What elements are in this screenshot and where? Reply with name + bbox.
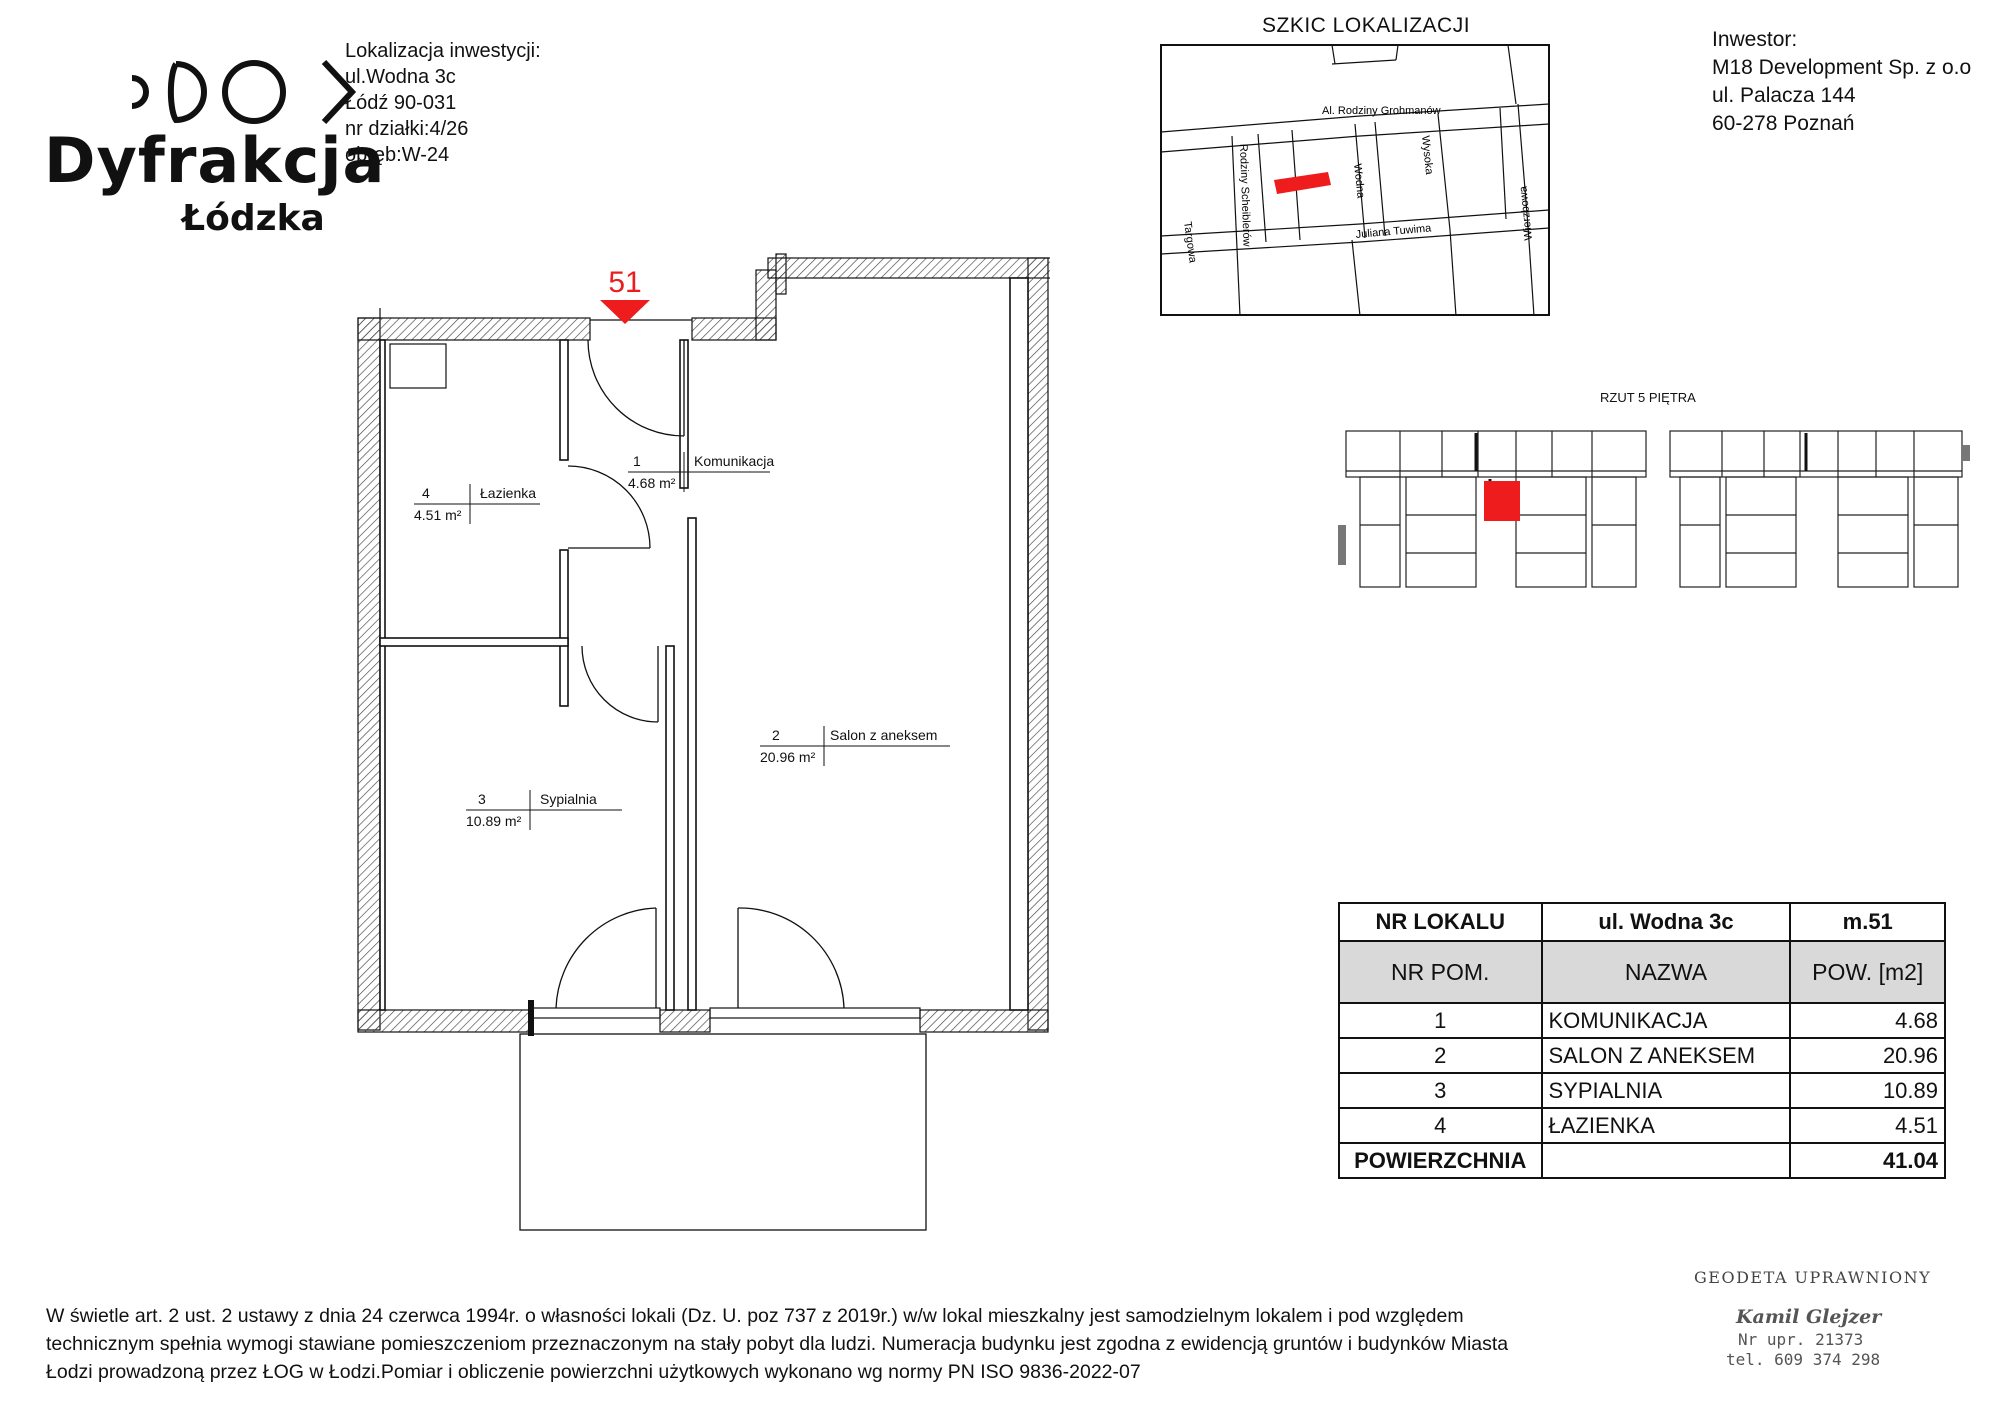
- svg-text:10.89 m²: 10.89 m²: [466, 813, 522, 829]
- balcony-outline: [519, 1033, 927, 1231]
- surveyor-stamp: GEODETA UPRAWNIONY Kamil Glejzer Nr upr.…: [1680, 1258, 1942, 1376]
- unit-marker-arrow-icon: [600, 300, 650, 324]
- header-unit-label: NR LOKALU: [1338, 902, 1543, 942]
- svg-text:Komunikacja: Komunikacja: [694, 453, 774, 469]
- cell-room-no: 2: [1338, 1037, 1543, 1074]
- unit-marker-label: 51: [608, 266, 641, 299]
- location-info: Lokalizacja inwestycji: ul.Wodna 3c Łódź…: [345, 38, 541, 168]
- investor-city: 60-278 Poznań: [1712, 112, 1855, 135]
- investor-heading: Inwestor:: [1712, 28, 1798, 51]
- stamp-name: Kamil Glejzer: [1736, 1306, 1882, 1328]
- location-precinct: obręb:W-24: [345, 144, 450, 166]
- table-header-row: NR LOKALU ul. Wodna 3c m.51: [1338, 902, 1946, 942]
- table-row: 4 ŁAZIENKA 4.51: [1338, 1107, 1946, 1144]
- room-label-1: 1 Komunikacja 4.68 m²: [628, 452, 774, 492]
- svg-text:1: 1: [633, 453, 641, 469]
- brand-name: Dyfrakcja: [44, 124, 386, 197]
- column-area: POW. [m2]: [1789, 940, 1946, 1004]
- cell-room-area: 10.89: [1789, 1072, 1946, 1109]
- svg-text:4.51 m²: 4.51 m²: [414, 507, 462, 523]
- svg-text:3: 3: [478, 791, 486, 807]
- street-label-targowa: Targowa: [1181, 221, 1199, 265]
- stamp-phone: tel. 609 374 298: [1726, 1350, 1881, 1369]
- table-row: 3 SYPIALNIA 10.89: [1338, 1072, 1946, 1109]
- svg-text:2: 2: [772, 727, 780, 743]
- svg-text:Salon z aneksem: Salon z aneksem: [830, 727, 937, 743]
- street-label-wierzbowa: Wierzbowa: [1517, 185, 1535, 241]
- cell-room-no: 1: [1338, 1002, 1543, 1039]
- location-plot: nr działki:4/26: [345, 118, 469, 140]
- street-label-wodna: Wodna: [1351, 163, 1367, 200]
- total-empty-cell: [1540, 1142, 1792, 1179]
- cell-room-no: 4: [1338, 1107, 1543, 1144]
- logo-mark-icon: [131, 59, 357, 125]
- floor-overview-plan: [1338, 430, 1970, 588]
- room-label-4: 4 Łazienka 4.51 m²: [414, 484, 540, 524]
- cell-room-no: 3: [1338, 1072, 1543, 1109]
- street-label-scheiblerow: Rodziny Scheiblerów: [1237, 144, 1253, 247]
- cell-room-name: SALON Z ANEKSEM: [1540, 1037, 1792, 1074]
- cell-room-name: ŁAZIENKA: [1540, 1107, 1792, 1144]
- cell-room-name: KOMUNIKACJA: [1540, 1002, 1792, 1039]
- sketch-title: SZKIC LOKALIZACJI: [1262, 14, 1471, 37]
- cell-room-area: 20.96: [1789, 1037, 1946, 1074]
- table-row: 1 KOMUNIKACJA 4.68: [1338, 1002, 1946, 1039]
- brand-subname: Łódzka: [182, 198, 325, 239]
- cell-room-area: 4.51: [1789, 1107, 1946, 1144]
- location-city: Łódź 90-031: [345, 92, 457, 114]
- stamp-license: Nr upr. 21373: [1738, 1330, 1864, 1349]
- header-unit-number: m.51: [1789, 902, 1946, 942]
- building-highlight: [1274, 172, 1331, 194]
- location-sketch-map: Al. Rodziny Grohmanów Rodziny Scheibleró…: [1160, 44, 1550, 316]
- svg-text:20.96 m²: 20.96 m²: [760, 749, 816, 765]
- total-value: 41.04: [1789, 1142, 1946, 1179]
- table-columns-row: NR POM. NAZWA POW. [m2]: [1338, 940, 1946, 1004]
- legal-statement: W świetle art. 2 ust. 2 ustawy z dnia 24…: [46, 1302, 1686, 1386]
- street-label-wysoka: Wysoka: [1419, 135, 1435, 176]
- column-room-no: NR POM.: [1338, 940, 1543, 1004]
- location-heading: Lokalizacja inwestycji:: [345, 40, 541, 62]
- investor-street: ul. Palacza 144: [1712, 84, 1856, 107]
- location-street: ul.Wodna 3c: [345, 66, 456, 88]
- total-label: POWIERZCHNIA: [1338, 1142, 1543, 1179]
- room-label-3: 3 Sypialnia 10.89 m²: [466, 790, 622, 830]
- brand-logo: [34, 40, 357, 250]
- investor-company: M18 Development Sp. z o.o: [1712, 56, 1972, 79]
- table-total-row: POWIERZCHNIA 41.04: [1338, 1142, 1946, 1179]
- legal-line: Łodzi prowadzoną przez ŁOG w Łodzi.Pomia…: [46, 1361, 1141, 1383]
- floor-overview-title: RZUT 5 PIĘTRA: [1600, 390, 1696, 405]
- svg-text:4.68 m²: 4.68 m²: [628, 475, 676, 491]
- column-name: NAZWA: [1540, 940, 1792, 1004]
- apartment-floor-plan: 51 1 Komunikacja 4.68 m² 4 Łazienka 4.51…: [357, 253, 1050, 1231]
- stamp-title: GEODETA UPRAWNIONY: [1694, 1268, 1932, 1287]
- legal-line: technicznym spełnia wymogi stawiane pomi…: [46, 1333, 1509, 1355]
- legal-line: W świetle art. 2 ust. 2 ustawy z dnia 24…: [46, 1305, 1464, 1327]
- table-row: 2 SALON Z ANEKSEM 20.96: [1338, 1037, 1946, 1074]
- investor-info: Inwestor: M18 Development Sp. z o.o ul. …: [1712, 26, 1971, 138]
- header-address: ul. Wodna 3c: [1540, 902, 1792, 942]
- svg-text:4: 4: [422, 485, 430, 501]
- room-label-2: 2 Salon z aneksem 20.96 m²: [760, 726, 950, 766]
- street-label-grohmanow: Al. Rodziny Grohmanów: [1322, 105, 1441, 117]
- room-area-table: NR LOKALU ul. Wodna 3c m.51 NR POM. NAZW…: [1338, 902, 1946, 1179]
- svg-text:Sypialnia: Sypialnia: [540, 791, 597, 807]
- cell-room-name: SYPIALNIA: [1540, 1072, 1792, 1109]
- unit-highlight: [1484, 481, 1520, 521]
- svg-text:Łazienka: Łazienka: [480, 485, 536, 501]
- cell-room-area: 4.68: [1789, 1002, 1946, 1039]
